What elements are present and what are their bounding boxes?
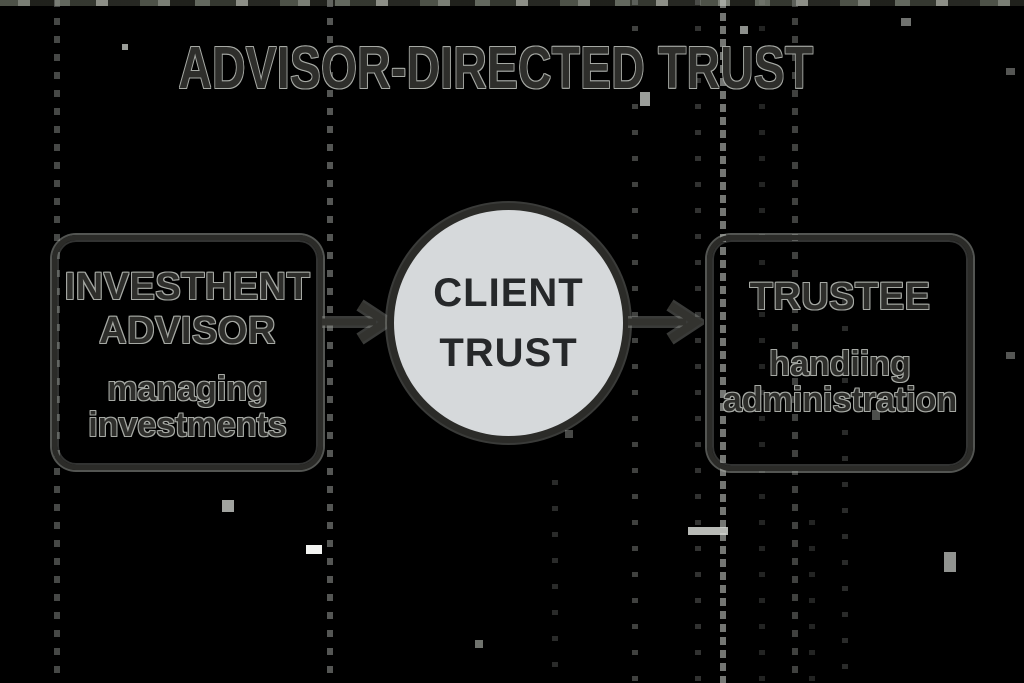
client-trust-line1: CLIENT [433, 271, 584, 315]
trustee-role-line2: administration [722, 380, 958, 419]
investment-advisor-heading-line2: ADVISOR [99, 309, 276, 352]
background-noise-line [327, 0, 333, 683]
investment-advisor-role-line1: managing [107, 370, 268, 409]
client-trust-line2: TRUST [439, 331, 578, 375]
investment-advisor-role: managing investments [88, 371, 286, 443]
noise-speck [640, 92, 650, 106]
client-trust-circle: CLIENT TRUST [387, 203, 630, 443]
investment-advisor-heading: INVESTHENT ADVISOR [65, 266, 311, 353]
noise-speck [306, 545, 322, 554]
background-noise-line [842, 300, 848, 683]
trustee-heading: TRUSTEE [749, 276, 931, 318]
investment-advisor-box: INVESTHENT ADVISOR managing investments [52, 235, 323, 470]
noise-speck [740, 26, 748, 34]
background-noise-line [792, 0, 798, 683]
noise-speck [872, 410, 880, 420]
noise-speck [122, 44, 128, 50]
background-noise-band [0, 0, 1024, 6]
trustee-role: handiing administration [723, 346, 957, 418]
background-noise-line [720, 0, 726, 683]
diagram-title: ADVISOR-DIRECTED TRUST [178, 35, 814, 101]
investment-advisor-heading-line1: INVESTHENT [64, 266, 311, 308]
background-noise-line [552, 480, 558, 683]
noise-speck [944, 552, 956, 572]
investment-advisor-role-line2: investments [88, 406, 287, 445]
noise-speck [688, 527, 728, 535]
noise-speck [901, 18, 911, 26]
trustee-box: TRUSTEE handiing administration [707, 235, 973, 471]
noise-speck [222, 500, 234, 512]
background-noise-line [632, 0, 638, 683]
trustee-role-line1: handiing [769, 344, 911, 383]
background-noise-line [759, 0, 765, 683]
noise-speck [475, 640, 483, 648]
background-noise-line [54, 0, 60, 683]
background-noise-line [809, 520, 815, 683]
arrow-right-icon [322, 299, 394, 345]
noise-speck [565, 430, 573, 438]
background-noise-line [695, 0, 701, 683]
noise-speck [1006, 352, 1015, 359]
arrow-right-icon [628, 299, 704, 345]
noise-speck [1006, 68, 1015, 75]
